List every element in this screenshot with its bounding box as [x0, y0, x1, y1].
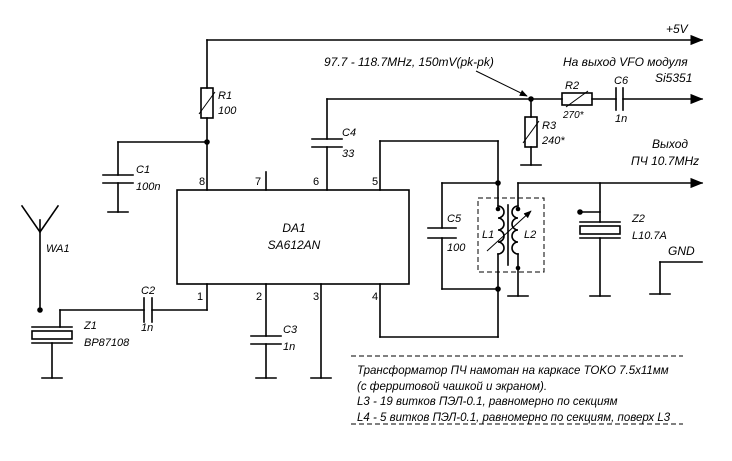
ic-pin-7: 7: [255, 176, 261, 188]
output-label: Выход: [652, 137, 688, 151]
freq-label: 97.7 - 118.7MHz, 150mV(pk-pk): [324, 55, 494, 69]
c1-value: 100n: [136, 181, 160, 193]
filter-z1: [31, 326, 73, 379]
c3-value: 1n: [283, 341, 295, 353]
power-label: +5V: [666, 22, 689, 36]
gnd-label: GND: [668, 244, 695, 258]
ic-pin-2: 2: [256, 291, 262, 303]
c5-ref: C5: [447, 213, 462, 225]
ic-pin-4: 4: [372, 291, 378, 303]
ic-part: SA612AN: [268, 238, 321, 252]
r3-ref: R3: [542, 120, 557, 132]
c6-ref: C6: [614, 75, 629, 87]
vfo-module: Si5351: [655, 71, 692, 85]
ic-pin-8: 8: [199, 176, 205, 188]
z1-ref: Z1: [83, 320, 97, 332]
vfo-label: На выход VFO модуля: [563, 55, 688, 69]
ic-da1: [176, 171, 410, 379]
note-line-3: L3 - 19 витков ПЭЛ-0.1, равномерно по се…: [357, 396, 618, 408]
note-line-2: (с ферритовой чашкой и экраном).: [357, 380, 548, 393]
c1-ref: C1: [136, 164, 150, 176]
capacitor-c2: [59, 283, 208, 328]
z2-value: L10.7A: [632, 230, 667, 242]
output-freq: ПЧ 10.7MHz: [631, 154, 699, 168]
c4-ref: C4: [342, 127, 356, 139]
z1-value: BP87108: [84, 337, 130, 349]
transformer-note: Трансформатор ПЧ намотан на каркасе TOKO…: [357, 364, 717, 426]
if-tank-wiring: [379, 140, 501, 338]
ic-ref: DA1: [282, 221, 305, 235]
if-output-wiring: [517, 177, 704, 223]
resistor-r2: [530, 90, 617, 108]
resistor-r3: [520, 98, 542, 166]
r2-ref: R2: [565, 80, 579, 92]
ic-pin-6: 6: [313, 176, 319, 188]
r3-value: 240*: [541, 135, 565, 147]
c3-ref: C3: [283, 324, 298, 336]
resistor-r1: [198, 87, 216, 191]
gnd-terminal: [649, 261, 703, 295]
filter-z2: [579, 221, 621, 297]
ic-pin-1: 1: [197, 291, 203, 303]
l2-ref: L2: [524, 229, 536, 241]
c4-value: 33: [342, 148, 355, 160]
r1-ref: R1: [218, 90, 232, 102]
c2-value: 1n: [141, 322, 153, 334]
note-line-1: Трансформатор ПЧ намотан на каркасе TOKO…: [357, 365, 669, 377]
transformer-l1-l2: [477, 182, 545, 297]
note-line-4: L4 - 5 витков ПЭЛ-0.1, равномерно по сек…: [357, 411, 671, 424]
power-rail: [206, 34, 704, 89]
z2-ref: Z2: [631, 213, 645, 225]
capacitor-c4: [311, 98, 532, 191]
r1-value: 100: [218, 105, 237, 117]
capacitor-c6: [615, 87, 704, 111]
antenna-wa1: [20, 204, 60, 313]
freq-arrow: [475, 70, 528, 97]
ic-pin-3: 3: [313, 291, 319, 303]
ic-pin-5: 5: [372, 176, 378, 188]
c6-value: 1n: [615, 113, 627, 125]
capacitor-c5: [427, 227, 457, 239]
capacitor-c1: [102, 141, 208, 213]
r2-value: 270*: [562, 110, 585, 121]
wa1-ref: WA1: [46, 243, 70, 255]
c5-value: 100: [447, 242, 466, 254]
c2-ref: C2: [141, 285, 155, 297]
capacitor-c3: [250, 283, 282, 379]
l1-ref: L1: [482, 229, 494, 241]
